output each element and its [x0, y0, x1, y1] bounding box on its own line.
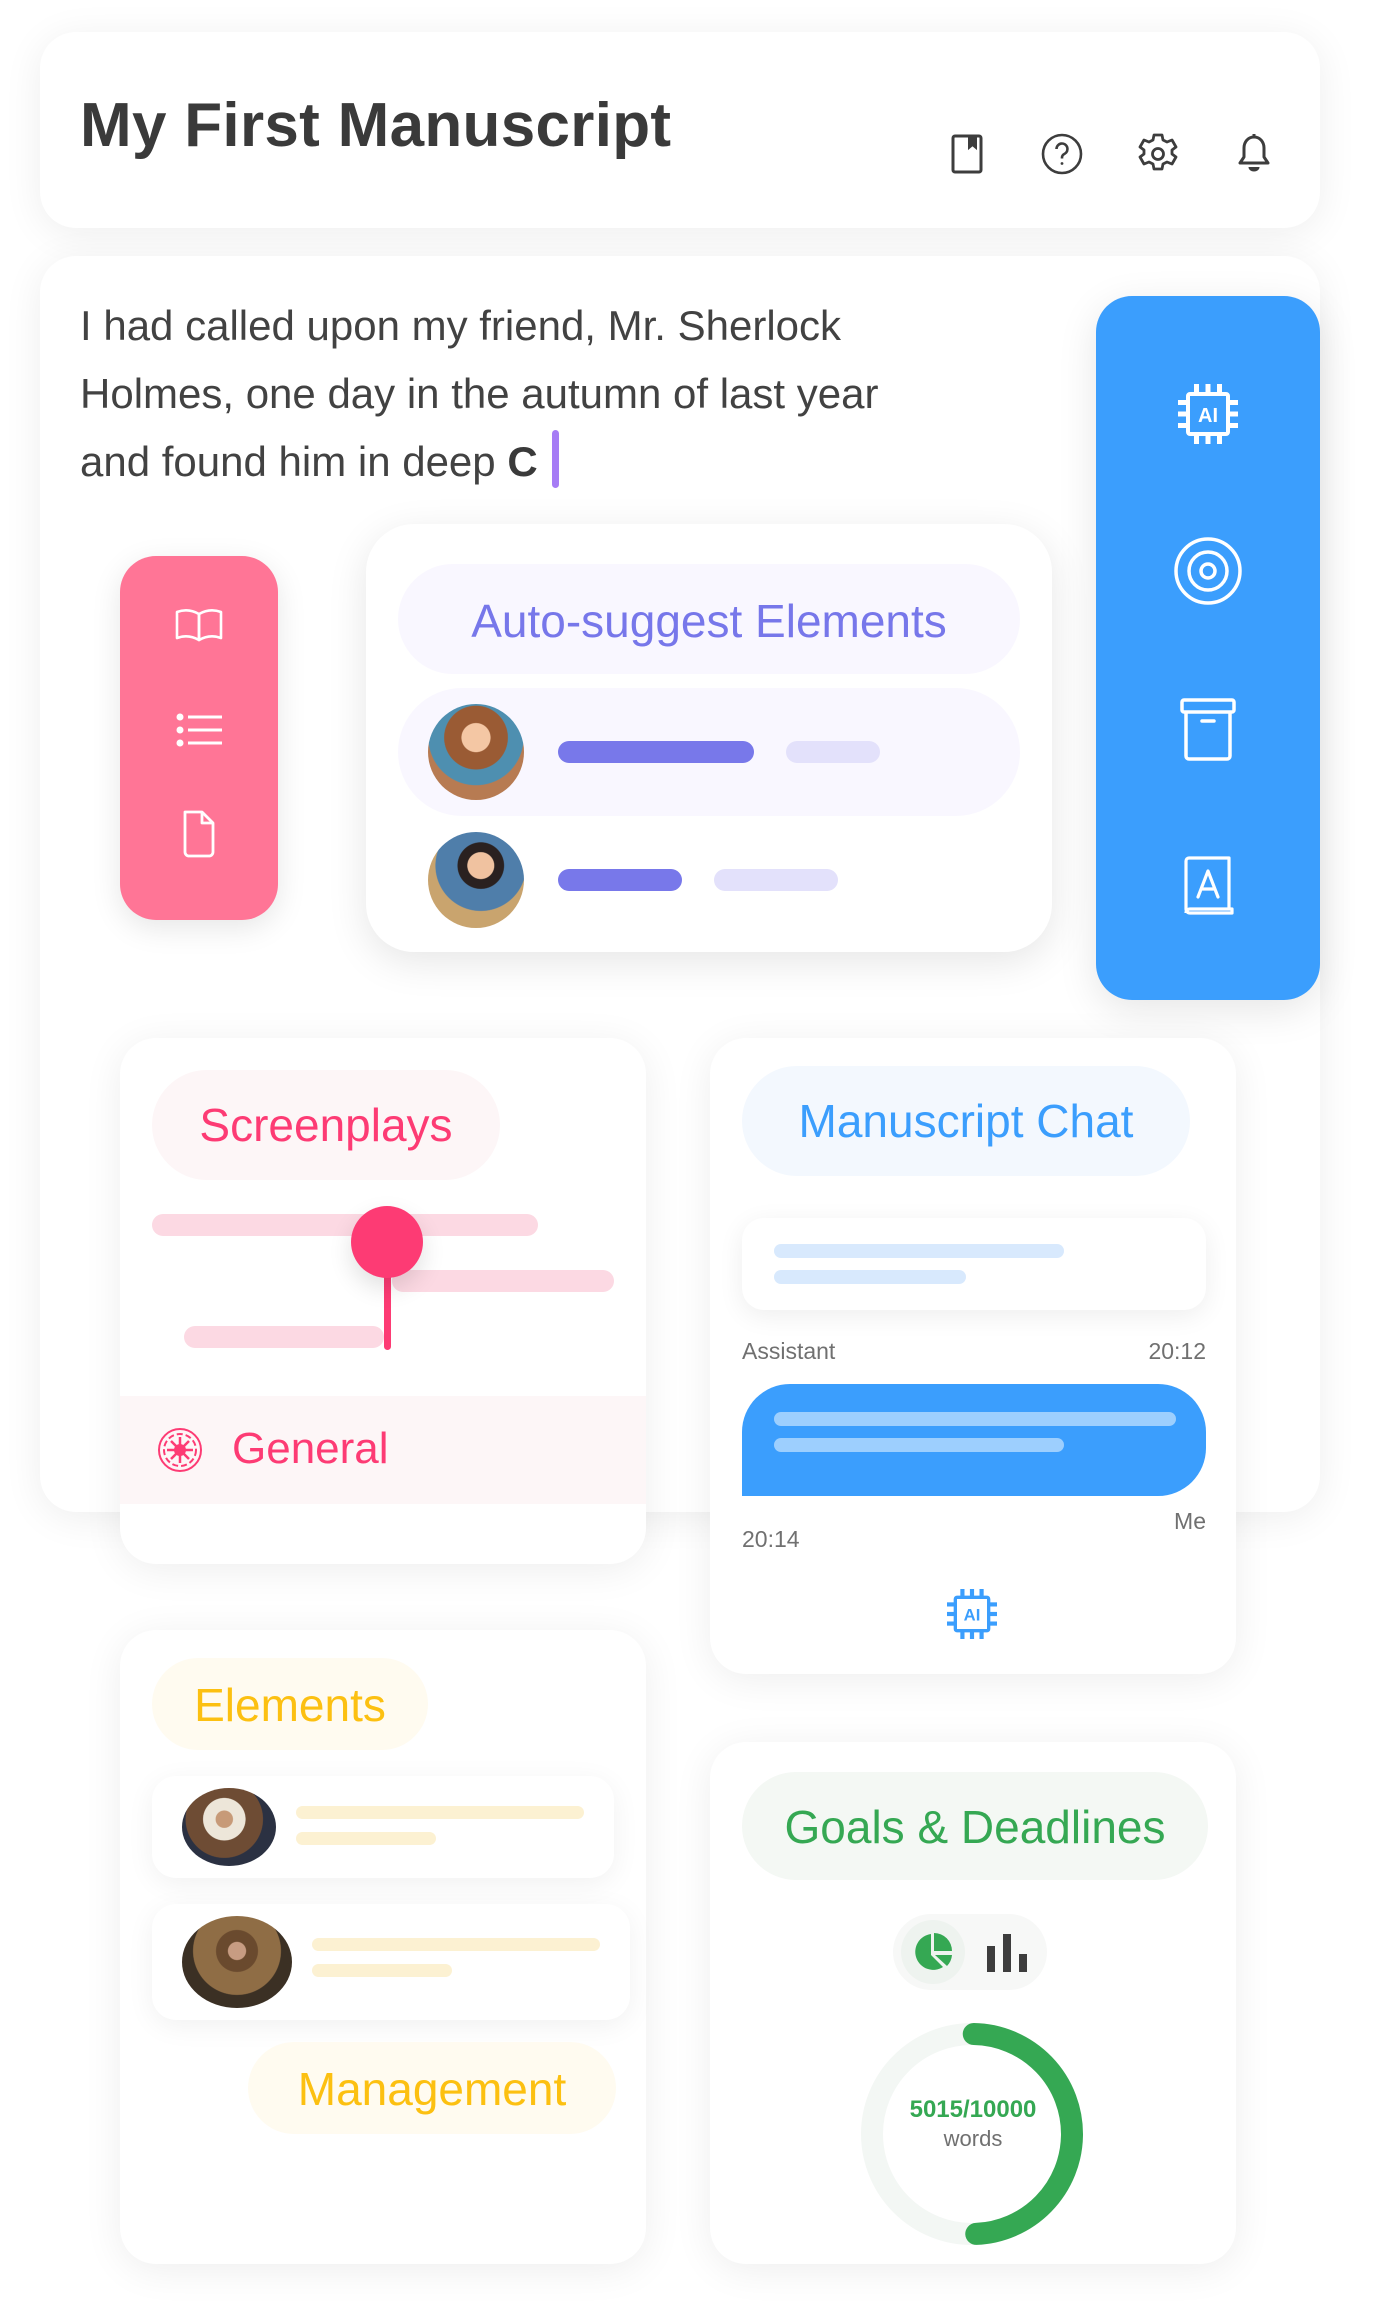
goals-deadlines-card[interactable]: Goals & Deadlines 5015/10000 words — [710, 1742, 1236, 2264]
archive-box-icon[interactable] — [1172, 694, 1244, 766]
screenplays-title-pill: Screenplays — [152, 1070, 500, 1180]
editor-line: I had called upon my friend, Mr. Sherloc… — [80, 302, 842, 349]
suggestion-name-placeholder — [558, 869, 682, 891]
elements-card[interactable]: Elements Management — [120, 1630, 646, 2264]
header-bar: My First Manuscript — [40, 32, 1320, 228]
screenplays-card[interactable]: Screenplays General — [120, 1038, 646, 1564]
republic-emblem-icon — [158, 1428, 202, 1472]
elements-title: Elements — [194, 1679, 386, 1731]
bar-view-button[interactable] — [981, 1926, 1033, 1978]
manuscript-chat-card[interactable]: Manuscript Chat Assistant 20:12 Me 20:14… — [710, 1038, 1236, 1674]
timeline-track — [392, 1270, 614, 1292]
element-line-placeholder — [296, 1832, 436, 1845]
queen-avatar — [182, 1916, 292, 2008]
bookmark-book-icon[interactable] — [945, 132, 989, 176]
assistant-sender-label: Assistant — [742, 1338, 836, 1364]
category-general[interactable]: General — [120, 1396, 646, 1504]
ai-chip-icon[interactable]: AI — [942, 1584, 1002, 1644]
suggestion-detail-placeholder — [786, 741, 880, 763]
text-cursor — [551, 430, 559, 488]
typed-character: C — [507, 438, 538, 485]
pie-view-button[interactable] — [901, 1920, 965, 1984]
goals-title: Goals & Deadlines — [784, 1801, 1166, 1853]
word-progress-ring — [861, 2023, 1083, 2245]
suggestion-detail-placeholder — [714, 869, 838, 891]
ai-chip-icon[interactable]: AI — [1172, 378, 1244, 450]
svg-text:AI: AI — [964, 1606, 981, 1625]
element-item[interactable] — [152, 1904, 630, 2020]
king-avatar — [182, 1788, 276, 1866]
editor-line: Holmes, one day in the autumn of last ye… — [80, 370, 879, 417]
right-toolbar: AI — [1096, 296, 1320, 1000]
left-toolbar — [120, 556, 278, 920]
progress-label: 5015/10000 words — [710, 2096, 1236, 2152]
editor-text[interactable]: I had called upon my friend, Mr. Sherloc… — [80, 292, 1060, 496]
detective-woman-avatar — [428, 704, 524, 800]
suggestion-item[interactable] — [398, 688, 1020, 816]
goals-title-pill: Goals & Deadlines — [742, 1772, 1208, 1880]
notification-bell-icon[interactable] — [1232, 132, 1276, 176]
screenplays-title: Screenplays — [199, 1099, 453, 1151]
suggestion-item[interactable] — [398, 816, 1020, 944]
progress-unit: words — [943, 2126, 1003, 2151]
auto-suggest-title: Auto-suggest Elements — [471, 595, 947, 647]
target-icon[interactable] — [1172, 535, 1244, 607]
management-pill: Management — [248, 2042, 616, 2134]
elements-title-pill: Elements — [152, 1658, 428, 1750]
svg-text:AI: AI — [1198, 405, 1218, 427]
playhead-stem — [384, 1238, 391, 1350]
settings-gear-icon[interactable] — [1136, 132, 1180, 176]
chart-view-toggle — [893, 1914, 1047, 1990]
message-line-placeholder — [774, 1438, 1064, 1452]
message-line-placeholder — [774, 1244, 1064, 1258]
progress-value: 5015/10000 — [909, 2096, 1037, 2123]
evening-gown-woman-avatar — [428, 832, 524, 928]
element-line-placeholder — [312, 1964, 452, 1977]
bar-chart-icon — [987, 1934, 1027, 1972]
element-line-placeholder — [312, 1938, 600, 1951]
category-label: General — [232, 1424, 389, 1473]
playhead-handle[interactable] — [351, 1206, 423, 1278]
auto-suggest-title-pill: Auto-suggest Elements — [398, 564, 1020, 674]
editor-line: and found him in deep — [80, 438, 508, 485]
user-sender-label: Me — [1174, 1508, 1206, 1534]
user-timestamp: 20:14 — [742, 1526, 800, 1552]
timeline-track — [184, 1326, 384, 1348]
document-icon[interactable] — [171, 806, 227, 862]
timeline-track — [152, 1214, 538, 1236]
manuscript-title: My First Manuscript — [80, 91, 672, 160]
chat-title: Manuscript Chat — [798, 1095, 1134, 1147]
open-book-icon[interactable] — [171, 598, 227, 654]
dictionary-book-icon[interactable] — [1172, 851, 1244, 923]
auto-suggest-card: Auto-suggest Elements — [366, 524, 1052, 952]
message-line-placeholder — [774, 1412, 1176, 1426]
assistant-message-bubble — [742, 1218, 1206, 1310]
element-item[interactable] — [152, 1776, 614, 1878]
suggestion-name-placeholder — [558, 741, 754, 763]
pie-chart-icon — [915, 1933, 952, 1970]
message-line-placeholder — [774, 1270, 966, 1284]
elements-subtitle: Management — [297, 2063, 567, 2115]
chat-title-pill: Manuscript Chat — [742, 1066, 1190, 1176]
help-icon[interactable] — [1040, 132, 1084, 176]
assistant-timestamp: 20:12 — [1148, 1338, 1206, 1364]
element-line-placeholder — [296, 1806, 584, 1819]
bullet-list-icon[interactable] — [171, 702, 227, 758]
user-message-bubble — [742, 1384, 1206, 1496]
